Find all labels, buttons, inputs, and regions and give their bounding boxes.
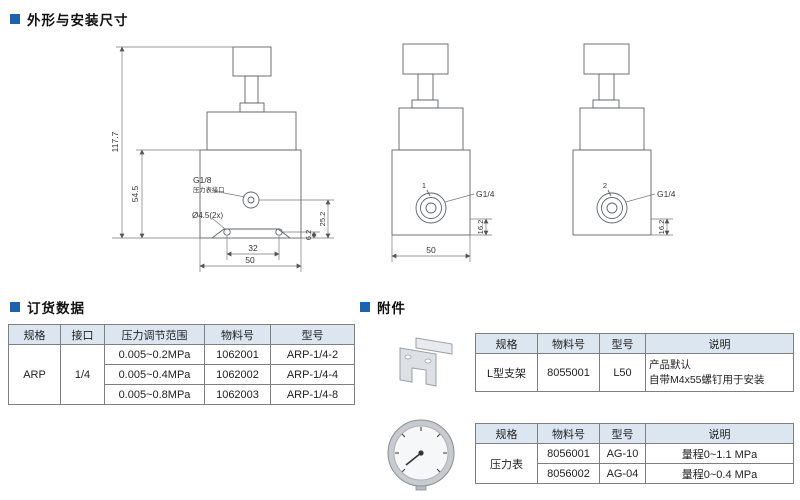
desc-line-1: 产品默认 <box>649 359 691 372</box>
range-cell: 0.005~0.8MPa <box>104 384 205 405</box>
port-label-g18: G1/8 <box>193 175 212 185</box>
model-cell: AG-10 <box>599 443 646 464</box>
port-cell: 1/4 <box>60 344 105 405</box>
partno-cell: 8056002 <box>537 463 600 484</box>
dim-label-32: 32 <box>248 243 258 253</box>
bracket-image <box>386 330 466 405</box>
l-bracket-icon <box>399 337 453 387</box>
range-cell: 0.005~0.4MPa <box>104 364 205 385</box>
front-view-drawing <box>199 46 302 239</box>
table-row: 0.005~0.4MPa 1062002 ARP-1/4-4 <box>9 364 355 385</box>
col-header-partno: 物料号 <box>537 423 600 444</box>
desc-line-2: 自带M4x55螺钉用于安装 <box>649 373 765 386</box>
spec-cell: L型支架 <box>475 353 538 392</box>
ordering-section-header: 订货数据 <box>10 297 85 317</box>
table-row: 8056002 AG-04 量程0~0.4 MPa <box>476 463 794 484</box>
partno-cell: 8056001 <box>537 443 600 464</box>
partno-cell: 1062003 <box>204 384 271 405</box>
table-row: ARP 1/4 0.005~0.2MPa 1062001 ARP-1/4-2 <box>8 344 355 405</box>
col-header-port: 接口 <box>60 324 105 345</box>
col-header-model: 型号 <box>599 423 646 444</box>
col-header-partno: 物料号 <box>204 324 271 345</box>
gauge-table: 规格 物料号 型号 说明 压力表 8056001 AG-10 量程0~1.1 M… <box>475 423 794 484</box>
col-header-model: 型号 <box>270 324 355 345</box>
dim-label-50-mid: 50 <box>426 245 436 255</box>
col-header-spec: 规格 <box>475 333 538 354</box>
col-header-partno: 物料号 <box>537 333 600 354</box>
side-view-1-labels: 1 G1/4 50 16.2 <box>422 181 495 255</box>
technical-drawings: 117.7 54.5 G1/8 压力表接口 Ø4.5(2x) 6.2 25.2 … <box>110 43 676 272</box>
ordering-table: 规格 接口 压力调节范围 物料号 型号 ARP 1/4 0.005~0.2MPa… <box>8 324 355 405</box>
dim-label-117-7: 117.7 <box>110 131 120 152</box>
side-view-2-dimensions <box>625 193 673 236</box>
section-bullet-icon <box>360 302 370 312</box>
table-row: L型支架 8055001 L50 产品默认 自带M4x55螺钉用于安装 <box>475 353 794 392</box>
partno-cell: 8055001 <box>537 353 600 392</box>
col-header-range: 压力调节范围 <box>104 324 205 345</box>
ordering-section-title: 订货数据 <box>27 301 85 316</box>
desc-cell: 产品默认 自带M4x55螺钉用于安装 <box>645 353 794 392</box>
side-view-2-labels: 2 G1/4 16.2 <box>603 181 676 234</box>
dim-label-16-2-right: 16.2 <box>657 220 666 235</box>
port-label-g14-right: G1/4 <box>657 189 676 199</box>
port-label-g14-mid: G1/4 <box>476 189 495 199</box>
accessories-section-header: 附件 <box>360 297 406 317</box>
dim-label-25-2: 25.2 <box>318 212 327 227</box>
gauge-image <box>384 416 458 497</box>
dim-label-54-5: 54.5 <box>130 185 140 202</box>
gauge-port-label: 压力表接口 <box>193 185 224 194</box>
model-cell: ARP-1/4-8 <box>270 384 355 405</box>
side-view-2-drawing <box>572 43 652 236</box>
model-cell: AG-04 <box>599 463 646 484</box>
col-header-desc: 说明 <box>645 423 794 444</box>
front-view-labels: 117.7 54.5 G1/8 压力表接口 Ø4.5(2x) 6.2 25.2 … <box>110 131 327 265</box>
side-view-1-drawing <box>391 43 471 236</box>
model-cell: L50 <box>599 353 646 392</box>
front-view-dimensions <box>112 46 334 272</box>
range-cell: 0.005~0.2MPa <box>104 344 205 365</box>
model-cell: ARP-1/4-4 <box>270 364 355 385</box>
col-header-spec: 规格 <box>8 324 61 345</box>
dimensions-section-header: 外形与安装尺寸 <box>10 9 129 29</box>
bracket-table-header-row: 规格 物料号 型号 说明 <box>475 333 794 354</box>
spec-cell: 压力表 <box>475 443 538 484</box>
section-bullet-icon <box>10 302 20 312</box>
dim-label-50-left: 50 <box>245 255 255 265</box>
col-header-model: 型号 <box>599 333 646 354</box>
partno-cell: 1062001 <box>204 344 271 365</box>
port-number-1: 1 <box>422 181 426 190</box>
partno-cell: 1062002 <box>204 364 271 385</box>
ordering-table-header-row: 规格 接口 压力调节范围 物料号 型号 <box>8 324 355 345</box>
bracket-table: 规格 物料号 型号 说明 L型支架 8055001 L50 产品默认 自带M4x… <box>475 333 794 392</box>
side-view-1-dimensions <box>391 193 492 262</box>
pressure-gauge-icon <box>387 419 455 491</box>
gauge-table-header-row: 规格 物料号 型号 说明 <box>475 423 794 444</box>
col-header-spec: 规格 <box>475 423 538 444</box>
section-bullet-icon <box>10 14 20 24</box>
table-row: 0.005~0.8MPa 1062003 ARP-1/4-8 <box>9 384 355 405</box>
model-cell: ARP-1/4-2 <box>270 344 355 365</box>
dim-label-6-2: 6.2 <box>304 230 313 240</box>
dimensions-section-title: 外形与安装尺寸 <box>27 13 129 28</box>
col-header-desc: 说明 <box>645 333 794 354</box>
port-number-2: 2 <box>603 181 607 190</box>
desc-cell: 量程0~0.4 MPa <box>645 463 794 484</box>
desc-cell: 量程0~1.1 MPa <box>645 443 794 464</box>
dim-label-16-2-mid: 16.2 <box>476 220 485 235</box>
accessories-section-title: 附件 <box>377 301 406 316</box>
table-row: 压力表 8056001 AG-10 量程0~1.1 MPa <box>475 443 794 484</box>
spec-cell: ARP <box>8 344 61 405</box>
hole-diameter-label: Ø4.5(2x) <box>192 211 223 220</box>
